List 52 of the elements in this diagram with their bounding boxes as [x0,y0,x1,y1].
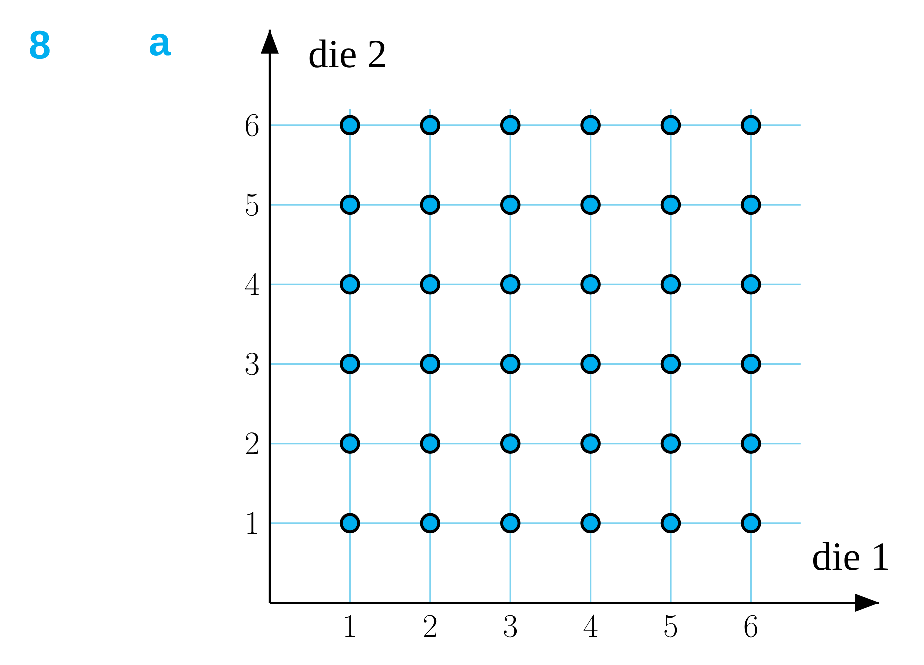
point [580,434,601,454]
y-tick-label: 3 [246,352,259,376]
point [580,274,601,295]
point [500,513,521,534]
point [420,115,441,136]
point [741,354,762,374]
x-tick-label: 2 [424,615,437,638]
x-axis-title: die 1 [813,542,888,570]
point [660,115,682,136]
y-tick-label: 5 [246,194,259,216]
point [660,194,682,216]
label-text: a [150,34,172,56]
point [741,194,762,216]
x-tick-label: 3 [504,615,518,638]
point [340,274,360,295]
point [340,354,360,374]
point [660,274,682,295]
point [340,434,360,454]
point [420,513,441,534]
point [420,274,441,295]
point [420,354,441,374]
point [660,513,682,534]
point [500,115,521,136]
point [660,354,682,374]
point [580,354,601,374]
label-text: 8 [30,30,50,60]
point [340,115,360,136]
point [500,434,521,454]
point [500,274,521,295]
point [340,194,360,216]
y-tick-label: 2 [246,432,259,455]
point [580,115,601,136]
point [741,513,762,534]
point [500,354,521,374]
point [420,434,441,454]
x-tick-label: 6 [744,615,758,638]
point [660,434,682,454]
point [340,513,360,534]
y-tick-label: 1 [248,512,258,534]
y-tick-label: 6 [246,114,259,137]
point [741,274,762,295]
point [580,194,601,216]
x-tick-label: 5 [664,615,678,638]
point [580,513,601,534]
point [741,115,762,136]
x-tick-label: 4 [584,614,598,638]
point [420,194,441,216]
x-tick-label: 1 [345,615,356,638]
point [500,194,521,216]
y-axis-title: die 2 [310,40,386,68]
y-tick-label: 4 [245,273,260,296]
point [741,434,762,454]
